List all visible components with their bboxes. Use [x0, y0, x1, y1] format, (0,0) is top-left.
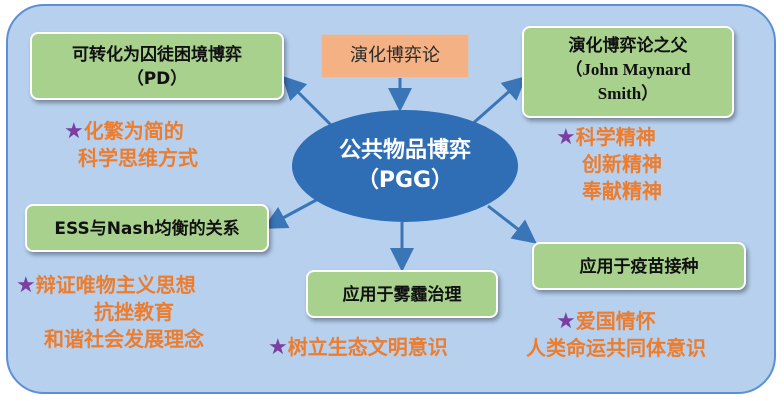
star-icon: ★: [16, 273, 36, 298]
evolutionary-game-theory-box: 演化博弈论: [321, 34, 469, 78]
arrow-to-smith: [469, 76, 527, 128]
box-haze-line1: 应用于雾霾治理: [342, 285, 462, 305]
box-pd-line2: （PD）: [126, 69, 188, 89]
box-pd-line1: 可转化为囚徒困境博弈: [72, 45, 242, 65]
arrow-to-pd: [281, 75, 334, 128]
box-maynard-smith: 演化博弈论之父 （John Maynard Smith）: [522, 26, 734, 118]
box-haze-governance: 应用于雾霾治理: [306, 270, 498, 318]
center-subtitle: （PGG）: [356, 168, 454, 193]
box-smith-line3: Smith）: [597, 84, 659, 103]
star-icon: ★: [268, 335, 288, 360]
box-ess-nash: ESS与Nash均衡的关系: [25, 204, 269, 252]
note-patriot-line2: 人类命运共同体意识: [526, 336, 706, 360]
note-simplify-line2: 科学思维方式: [78, 146, 198, 170]
star-icon: ★: [556, 125, 576, 150]
note-dialectic-line2: 抗挫教育: [94, 300, 174, 324]
note-dialectic-line3: 和谐社会发展理念: [44, 327, 204, 351]
note-patriot: ★爱国情怀 人类命运共同体意识: [526, 308, 706, 362]
note-dialectic-line1: 辩证唯物主义思想: [35, 273, 196, 297]
note-spirit-line1: 科学精神: [575, 125, 656, 149]
pgg-center-node: 公共物品博弈 （PGG）: [292, 110, 518, 222]
box-smith-line2: （John Maynard: [565, 60, 691, 79]
box-prisoners-dilemma: 可转化为囚徒困境博弈 （PD）: [30, 32, 284, 100]
note-ecology: ★树立生态文明意识: [268, 334, 448, 361]
star-icon: ★: [64, 119, 84, 144]
box-ess-line1: ESS与Nash均衡的关系: [54, 219, 240, 239]
star-icon: ★: [556, 309, 576, 334]
box-vaccine-line1: 应用于疫苗接种: [579, 257, 699, 277]
note-spirit-line3: 奉献精神: [582, 179, 662, 203]
note-simplify: ★化繁为简的 科学思维方式: [64, 118, 198, 172]
center-title: 公共物品博弈: [338, 138, 471, 163]
note-simplify-line1: 化繁为简的: [83, 119, 184, 143]
note-patriot-line1: 爱国情怀: [575, 309, 656, 333]
note-ecology-line1: 树立生态文明意识: [287, 335, 448, 359]
arrow-to-ess: [262, 196, 321, 229]
arrow-to-vaccine: [487, 204, 537, 244]
box-smith-line1: 演化博弈论之父: [568, 36, 688, 56]
box-vaccination: 应用于疫苗接种: [532, 242, 746, 290]
note-spirit-line2: 创新精神: [582, 152, 662, 176]
note-dialectic: ★辩证唯物主义思想 抗挫教育 和谐社会发展理念: [16, 272, 204, 353]
note-spirit: ★科学精神 创新精神 奉献精神: [556, 124, 662, 205]
